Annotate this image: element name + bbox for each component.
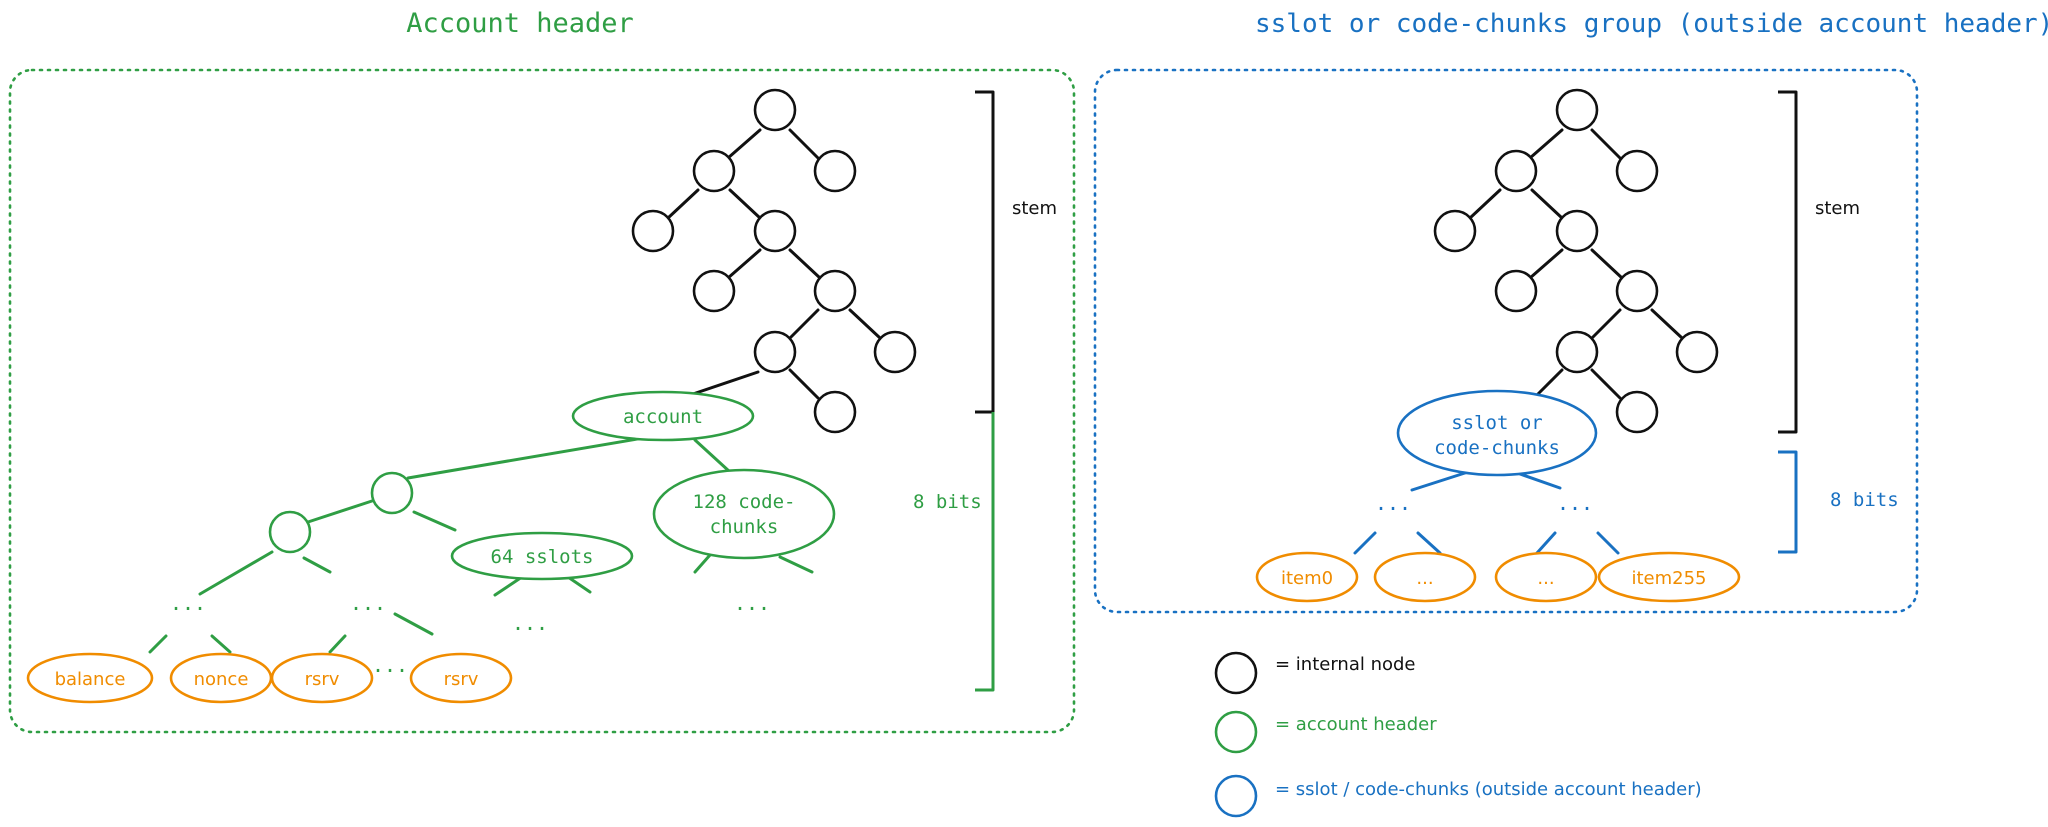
left-title: Account header xyxy=(406,8,634,39)
account-header-box xyxy=(8,68,1076,734)
right-ellipses: ... ... xyxy=(1375,491,1593,515)
account-branch-node xyxy=(268,510,312,554)
item-ellipsis-label: ... xyxy=(1537,568,1554,589)
right-stem-label: stem xyxy=(1815,198,1860,219)
ellipsis-text: ... xyxy=(1375,491,1411,515)
legend-account-label: = account header xyxy=(1275,714,1437,735)
sslot-legend-icon xyxy=(1214,774,1258,818)
left-stem-nodes xyxy=(631,88,917,434)
ellipsis-text: ... xyxy=(372,653,408,677)
rsrv-node xyxy=(409,652,513,704)
internal-node xyxy=(753,88,797,132)
rsrv-label: rsrv xyxy=(305,669,340,690)
right-bits-bracket xyxy=(1778,450,1798,554)
account-label: account xyxy=(623,406,703,428)
sslots-label: 64 sslots xyxy=(491,546,594,568)
item-ellipsis-node xyxy=(1494,551,1598,603)
internal-node xyxy=(1494,149,1538,193)
left-bits-bracket xyxy=(975,412,995,692)
ellipsis-text: ... xyxy=(350,591,386,615)
ellipsis-text: ... xyxy=(512,611,548,635)
legend: = internal node = account header = sslot… xyxy=(1214,651,1702,818)
sslot-group-subtree: sslot or code-chunks xyxy=(1353,389,1620,555)
sslot-group-box xyxy=(1093,68,1919,614)
account-node xyxy=(571,390,755,442)
internal-node-legend-icon xyxy=(1214,651,1258,695)
code-chunks-label-line1: 128 code- xyxy=(693,491,796,513)
sslots-node xyxy=(450,531,634,581)
internal-node xyxy=(1615,390,1659,434)
sslot-code-chunks-node xyxy=(1396,389,1598,477)
internal-node xyxy=(1433,209,1477,253)
internal-node xyxy=(692,149,736,193)
legend-internal-label: = internal node xyxy=(1275,654,1416,675)
internal-node xyxy=(813,390,857,434)
internal-node xyxy=(753,330,797,374)
internal-node xyxy=(753,209,797,253)
item255-label: item255 xyxy=(1631,568,1706,589)
group-item-nodes: item0 ... ... item255 xyxy=(1255,551,1741,603)
right-stem-nodes xyxy=(1433,88,1719,434)
internal-node xyxy=(813,269,857,313)
account-header-legend-icon xyxy=(1214,710,1258,754)
right-title: sslot or code-chunks group (outside acco… xyxy=(1255,9,2048,39)
internal-node xyxy=(631,209,675,253)
group-label-line2: code-chunks xyxy=(1434,437,1560,459)
ellipsis-text: ... xyxy=(170,591,206,615)
internal-node xyxy=(813,149,857,193)
legend-sslot-label: = sslot / code-chunks (outside account h… xyxy=(1275,779,1702,800)
internal-node xyxy=(1615,269,1659,313)
left-stem-edges xyxy=(666,128,882,400)
nonce-label: nonce xyxy=(194,669,249,690)
account-header-nodes: account 64 sslots 128 code- chunks xyxy=(268,390,836,581)
internal-node xyxy=(1494,269,1538,313)
internal-node xyxy=(1555,330,1599,374)
left-bits-label: 8 bits xyxy=(913,491,982,513)
ellipsis-text: ... xyxy=(1557,491,1593,515)
right-stem-edges xyxy=(1468,128,1684,400)
left-stem-bracket xyxy=(975,90,995,414)
right-bits-label: 8 bits xyxy=(1830,489,1899,511)
rsrv-label: rsrv xyxy=(444,669,479,690)
code-chunks-node xyxy=(652,468,836,560)
left-stem-label: stem xyxy=(1012,198,1057,219)
item-ellipsis-node xyxy=(1373,551,1477,603)
left-ellipses: ... ... ... ... ... xyxy=(170,591,770,677)
item255-node xyxy=(1597,551,1741,603)
internal-node xyxy=(1675,330,1719,374)
internal-node xyxy=(692,269,736,313)
code-chunks-label-line2: chunks xyxy=(710,516,779,538)
balance-node xyxy=(26,652,154,704)
internal-node xyxy=(1555,209,1599,253)
right-stem-bracket xyxy=(1778,90,1798,434)
balance-label: balance xyxy=(55,669,126,690)
account-leaf-nodes: balance nonce rsrv rsrv xyxy=(26,652,513,704)
internal-node xyxy=(1555,88,1599,132)
item0-label: item0 xyxy=(1281,568,1333,589)
internal-node xyxy=(1615,149,1659,193)
ellipsis-text: ... xyxy=(734,591,770,615)
account-branch-node xyxy=(370,471,414,515)
item-ellipsis-label: ... xyxy=(1416,568,1433,589)
rsrv-node xyxy=(270,652,374,704)
group-label-line1: sslot or xyxy=(1451,412,1543,434)
item0-node xyxy=(1255,551,1359,603)
internal-node xyxy=(873,330,917,374)
